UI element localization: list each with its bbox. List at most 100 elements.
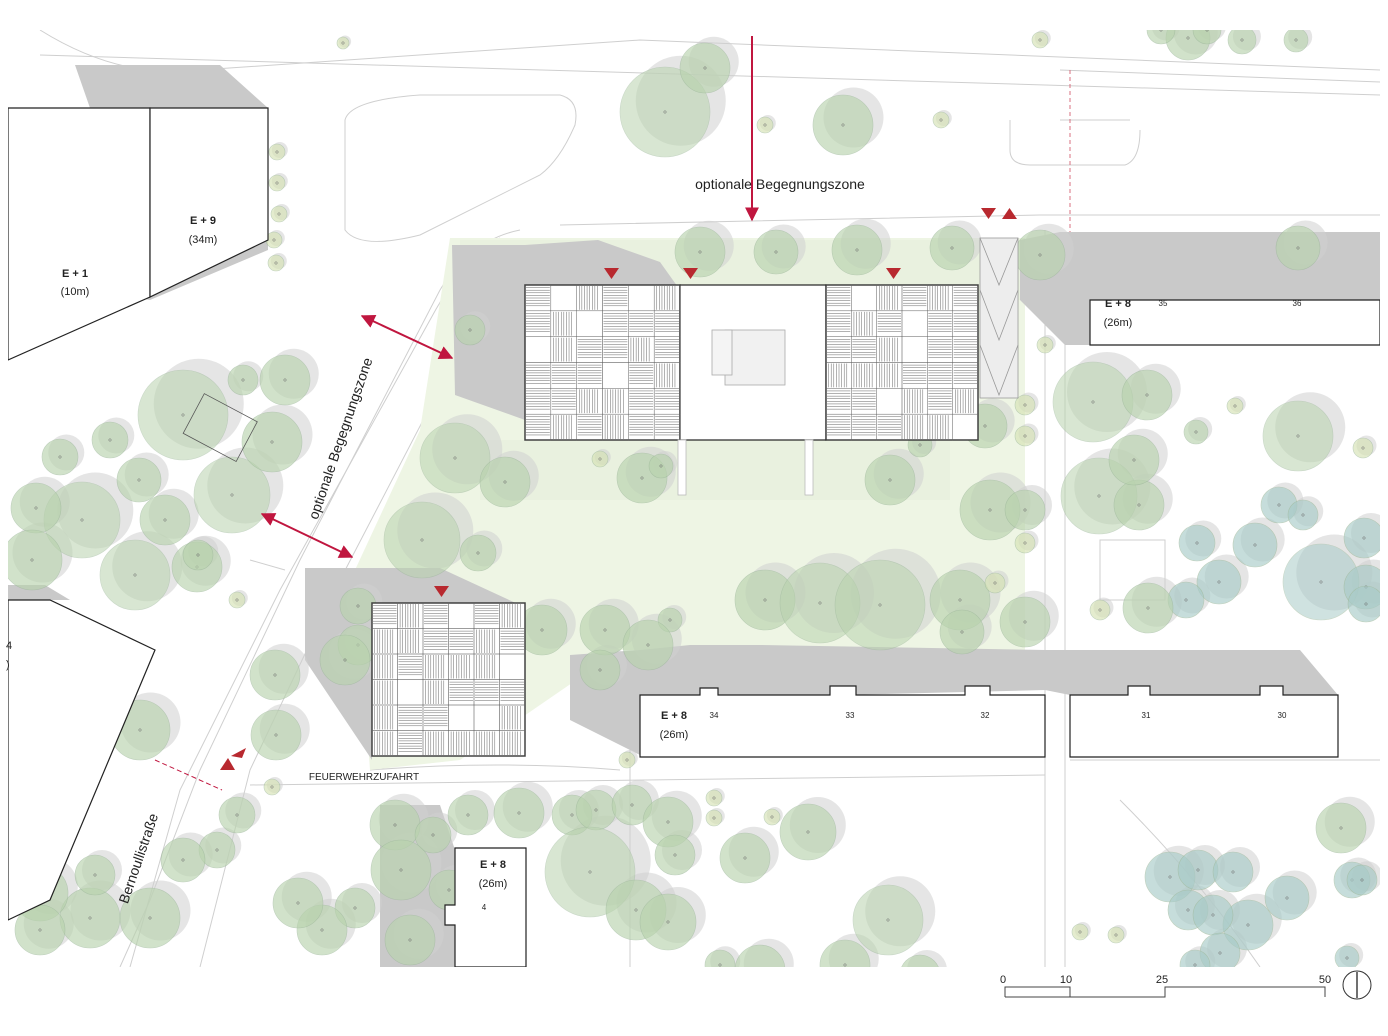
tree-canopy [1014,394,1036,416]
label-zone-top: optionale Begegnungszone [695,176,865,192]
building-w-edge [8,599,156,921]
tree-canopy [1346,864,1378,896]
tree-canopy [1004,489,1046,531]
tree-canopy [705,809,723,827]
tree-canopy [704,949,736,967]
tree-canopy [1334,945,1360,967]
tree-canopy [932,111,950,129]
house-number-35: 35 [1159,299,1168,308]
tree-canopy [901,954,939,967]
label-s-e8-floors: E + 8 [661,710,687,722]
tree-canopy [419,422,491,494]
house-number-34: 34 [710,711,719,720]
new-buildings [371,284,979,757]
tree-canopy [929,225,975,271]
label-fire-access: FEUERWEHRZUFAHRT [309,772,419,783]
tree-canopy [267,254,285,272]
tree-canopy [1014,425,1036,447]
tree-canopy [479,456,531,508]
tree-canopy [1178,524,1216,562]
tree-canopy [1121,369,1173,421]
tree-canopy [654,834,696,876]
tree-canopy [1071,923,1089,941]
tree-canopy [984,572,1006,594]
house-number-4: 4 [482,903,487,912]
tree-canopy [1226,397,1244,415]
tree-canopy [1052,361,1134,443]
tree-canopy-layer [8,30,1380,967]
scale-tick-0: 0 [1000,974,1006,986]
tree-canopy [99,539,171,611]
tree-canopy [1264,875,1310,921]
tree-canopy [1212,851,1254,893]
tree-canopy [579,649,621,691]
tree-canopy [272,877,324,929]
tree-canopy [1183,419,1209,445]
tree-canopy [1177,849,1219,891]
tree-canopy [91,421,129,459]
tree-canopy [1262,400,1334,472]
label-edge-height: ) [6,659,10,671]
tree-canopy [719,832,771,884]
tree-canopy [864,454,916,506]
tree-canopy [1108,434,1160,486]
entrance-markers [220,208,1017,770]
tree-canopy [268,174,286,192]
tree-canopy [753,229,799,275]
label-nw-e1-height: (10m) [61,286,90,298]
building-outlines [8,107,1380,967]
tree-canopy [939,609,985,655]
label-sw-e8-floors: E + 8 [480,859,506,871]
tree-canopy [227,364,259,396]
tree-canopy [270,205,288,223]
label-ne-e8-height: (26m) [1104,317,1133,329]
tree-canopy [182,539,214,571]
tree-canopy [1352,437,1374,459]
scale-tick-10: 10 [1060,974,1072,986]
tree-canopy [8,529,63,591]
tree-canopy [1167,581,1205,619]
tree-canopy [137,369,229,461]
tree-canopy [259,354,311,406]
tree-canopy [812,94,874,156]
building-s-e8-east [1069,685,1339,758]
tree-canopy [1122,582,1174,634]
tree-canopy [1113,479,1165,531]
label-edge-floors: 4 [6,640,12,652]
tree-canopy [674,226,726,278]
scale-bar: 0 10 25 50 [1000,974,1331,998]
tree-canopy [241,411,303,473]
tree-canopy [622,619,674,671]
tree-canopy [999,596,1051,648]
tree-canopy [459,534,497,572]
tree-canopy [1227,30,1257,55]
building-ne-e8 [1089,299,1380,346]
tree-canopy [852,884,924,956]
tree-canopy [705,789,723,807]
zone-arrow-diag-1 [360,314,454,360]
label-sw-e8-height: (26m) [479,878,508,890]
house-number-36: 36 [1293,299,1302,308]
tree-canopy [1347,585,1380,623]
label-ne-e8-floors: E + 8 [1105,298,1131,310]
tree-canopy [619,66,711,158]
tree-canopy [1146,30,1176,45]
house-number-31: 31 [1142,711,1151,720]
tree-canopy [384,914,436,966]
tree-canopy [756,116,774,134]
tree-canopy [831,224,883,276]
tree-canopy [414,816,452,854]
building-s-e8-west [639,685,1046,758]
tree-canopy [454,314,486,346]
tree-canopy [193,456,271,534]
tree-canopy [819,939,871,967]
label-nw-e9-floors: E + 9 [190,215,216,227]
house-number-33: 33 [846,711,855,720]
tree-canopy [218,796,256,834]
zone-arrow-diag-2 [260,513,354,558]
tree-canopy [1192,30,1222,45]
tree-canopy [648,453,674,479]
label-nw-e9-height: (34m) [189,234,218,246]
tree-canopy [734,944,786,967]
